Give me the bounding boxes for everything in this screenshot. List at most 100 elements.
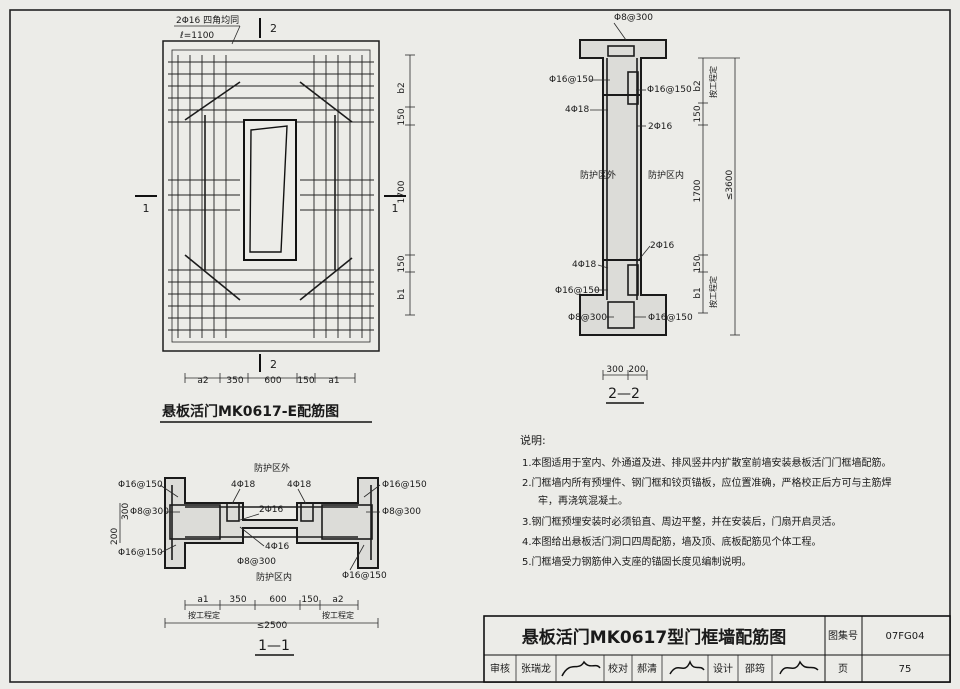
section11-dim-ticks: [164, 600, 379, 628]
atlas-number: 07FG04: [886, 631, 925, 642]
section22-inside: 防护区内: [648, 169, 684, 181]
reviewer-name: 张瑞龙: [521, 662, 551, 675]
section22-rebars: [606, 45, 639, 329]
plan-dim-right-ticks: [405, 54, 415, 316]
section11-label-18a: 4Φ18: [231, 480, 256, 490]
section22-label-5: 2Φ16: [650, 241, 675, 251]
plan-dim-600: 600: [264, 376, 281, 386]
plan-rebar-note: 2Φ16 四角均同: [176, 14, 239, 26]
section22-bottom-ticks: [602, 370, 648, 380]
section11-label-tr: Φ16@150: [382, 480, 427, 490]
section22-label-2: 4Φ18: [565, 105, 590, 115]
section11-eng-right: 按工程定: [322, 610, 354, 620]
page-label: 页: [838, 663, 848, 675]
plan-dim-1700: 1700: [397, 180, 407, 203]
section11-wall: [164, 477, 379, 569]
plan-dim-150-top: 150: [397, 108, 407, 125]
title-block-cells: [515, 655, 773, 682]
note-1: 1.本图适用于室内、外通道及进、排风竖井内扩散室前墙安装悬板活门门框墙配筋。: [522, 456, 892, 469]
section11-dim-a1: a1: [197, 595, 208, 605]
section22-label-6: 4Φ18: [572, 260, 597, 270]
notes-heading: 说明:: [520, 433, 546, 447]
section22-label-3: Φ16@150: [647, 85, 692, 95]
cut-label-2-bottom: 2: [270, 358, 277, 371]
section11-inside: 防护区内: [256, 571, 292, 583]
diagonal-bars: [184, 81, 353, 301]
section22-dim-150a: 150: [693, 105, 703, 122]
section22-dim-1700: 1700: [693, 179, 703, 202]
note-3: 3.钢门框预埋安装时必须铅直、周边平整，并在安装后，门扇开启灵活。: [522, 515, 842, 528]
section22-label-1: Φ16@150: [549, 75, 594, 85]
plan-dim-b1: b1: [397, 288, 407, 299]
plan-outline: [162, 40, 380, 352]
cut-label-1-left: 1: [143, 202, 150, 215]
section11-label-mr: Φ8@300: [382, 507, 421, 517]
plan-dim-ticks: [184, 373, 356, 383]
checker-signature: [669, 660, 705, 675]
section11-outside: 防护区外: [254, 462, 290, 474]
section22-label-8: Φ8@300: [568, 313, 607, 323]
design-label: 设计: [713, 662, 733, 675]
note-4: 4.本图给出悬板活门洞口四周配筋，墙及顶、底板配筋见个体工程。: [522, 535, 822, 548]
designer-name: 邵筠: [745, 662, 765, 675]
plan-note-leader: [231, 25, 241, 45]
section11-total: ≤2500: [257, 621, 288, 631]
section11-dim-300: 300: [121, 503, 131, 520]
note-2-cont: 牢，再浇筑混凝土。: [538, 494, 628, 507]
designer-signature: [779, 660, 819, 675]
section22-label-4: 2Φ16: [648, 122, 673, 132]
section11-dim-350: 350: [229, 595, 246, 605]
section11-dim-a2: a2: [332, 595, 343, 605]
section11-label-18b: 4Φ18: [287, 480, 312, 490]
notes: 说明: 1.本图适用于室内、外通道及进、排风竖井内扩散室前墙安装悬板活门门框墙配…: [520, 433, 892, 568]
reviewer-signature: [561, 660, 601, 677]
section22-dim-b1: b1: [693, 287, 703, 298]
atlas-label: 图集号: [828, 629, 858, 642]
cut-label-2-top: 2: [270, 22, 277, 35]
section11-rebars: [169, 485, 373, 560]
section22-dim-ticks: [698, 57, 740, 336]
title-block: 悬板活门MK0617型门框墙配筋图 图集号 07FG04 审核 张瑞龙 校对 郝…: [483, 615, 951, 683]
section11-label-8b: Φ8@300: [237, 557, 276, 567]
section22-title: 2—2: [608, 386, 640, 402]
plan-dim-a2: a2: [197, 376, 208, 386]
section22-leader-top: [613, 22, 627, 41]
section22-label-7: Φ16@150: [555, 286, 600, 296]
section11-label-br: Φ16@150: [342, 571, 387, 581]
check-label: 校对: [608, 662, 628, 675]
section-1-1: 防护区外 防护区内 Φ16@150 Φ16@150 4Φ18 4Φ18 Φ8@3…: [110, 462, 427, 656]
drawing-title: 悬板活门MK0617型门框墙配筋图: [522, 627, 786, 648]
section-2-2: Φ8@300 Φ16@150 4Φ18 Φ16@150 2Φ16 防护区外 防护…: [549, 13, 740, 404]
section22-wall: [602, 94, 642, 261]
section22-dim-300: 300: [606, 365, 623, 375]
plan-dim-b2: b2: [397, 82, 407, 93]
section11-label-16b: 4Φ16: [265, 542, 290, 552]
plan-inner-outline: [171, 49, 371, 343]
title-block-frame: [483, 615, 951, 683]
plan-dim-350: 350: [226, 376, 243, 386]
checker-name: 郝清: [637, 662, 657, 675]
section11-label-ml: Φ8@300: [130, 507, 169, 517]
section22-dim-b2: b2: [693, 80, 703, 91]
section22-outside: 防护区外: [580, 169, 616, 181]
section22-eng-bottom: 按工程定: [708, 276, 718, 308]
section11-label-16a: 2Φ16: [259, 505, 284, 515]
section11-dim-150: 150: [301, 595, 318, 605]
door-opening: [243, 119, 297, 261]
section11-label-bl: Φ16@150: [118, 548, 163, 558]
section11-leaders: [159, 484, 381, 571]
section22-label-9: Φ16@150: [648, 313, 693, 323]
section11-label-tl: Φ16@150: [118, 480, 163, 490]
drawing-border: [9, 9, 951, 683]
plan-dim-a1: a1: [328, 376, 339, 386]
note-5: 5.门框墙受力钢筋伸入支座的锚固长度见编制说明。: [522, 555, 752, 568]
plan-dim-150: 150: [297, 376, 314, 386]
plan-rebar-length: ℓ=1100: [179, 31, 214, 41]
section22-eng-top: 按工程定: [708, 66, 718, 98]
section22-leaders: [590, 79, 651, 318]
door-leaf: [249, 125, 288, 253]
note-2: 2.门框墙内所有预埋件、钢门框和铰页锚板，应位置准确，严格校正后方可与主筋焊: [522, 476, 892, 489]
section22-dim-150b: 150: [693, 255, 703, 272]
